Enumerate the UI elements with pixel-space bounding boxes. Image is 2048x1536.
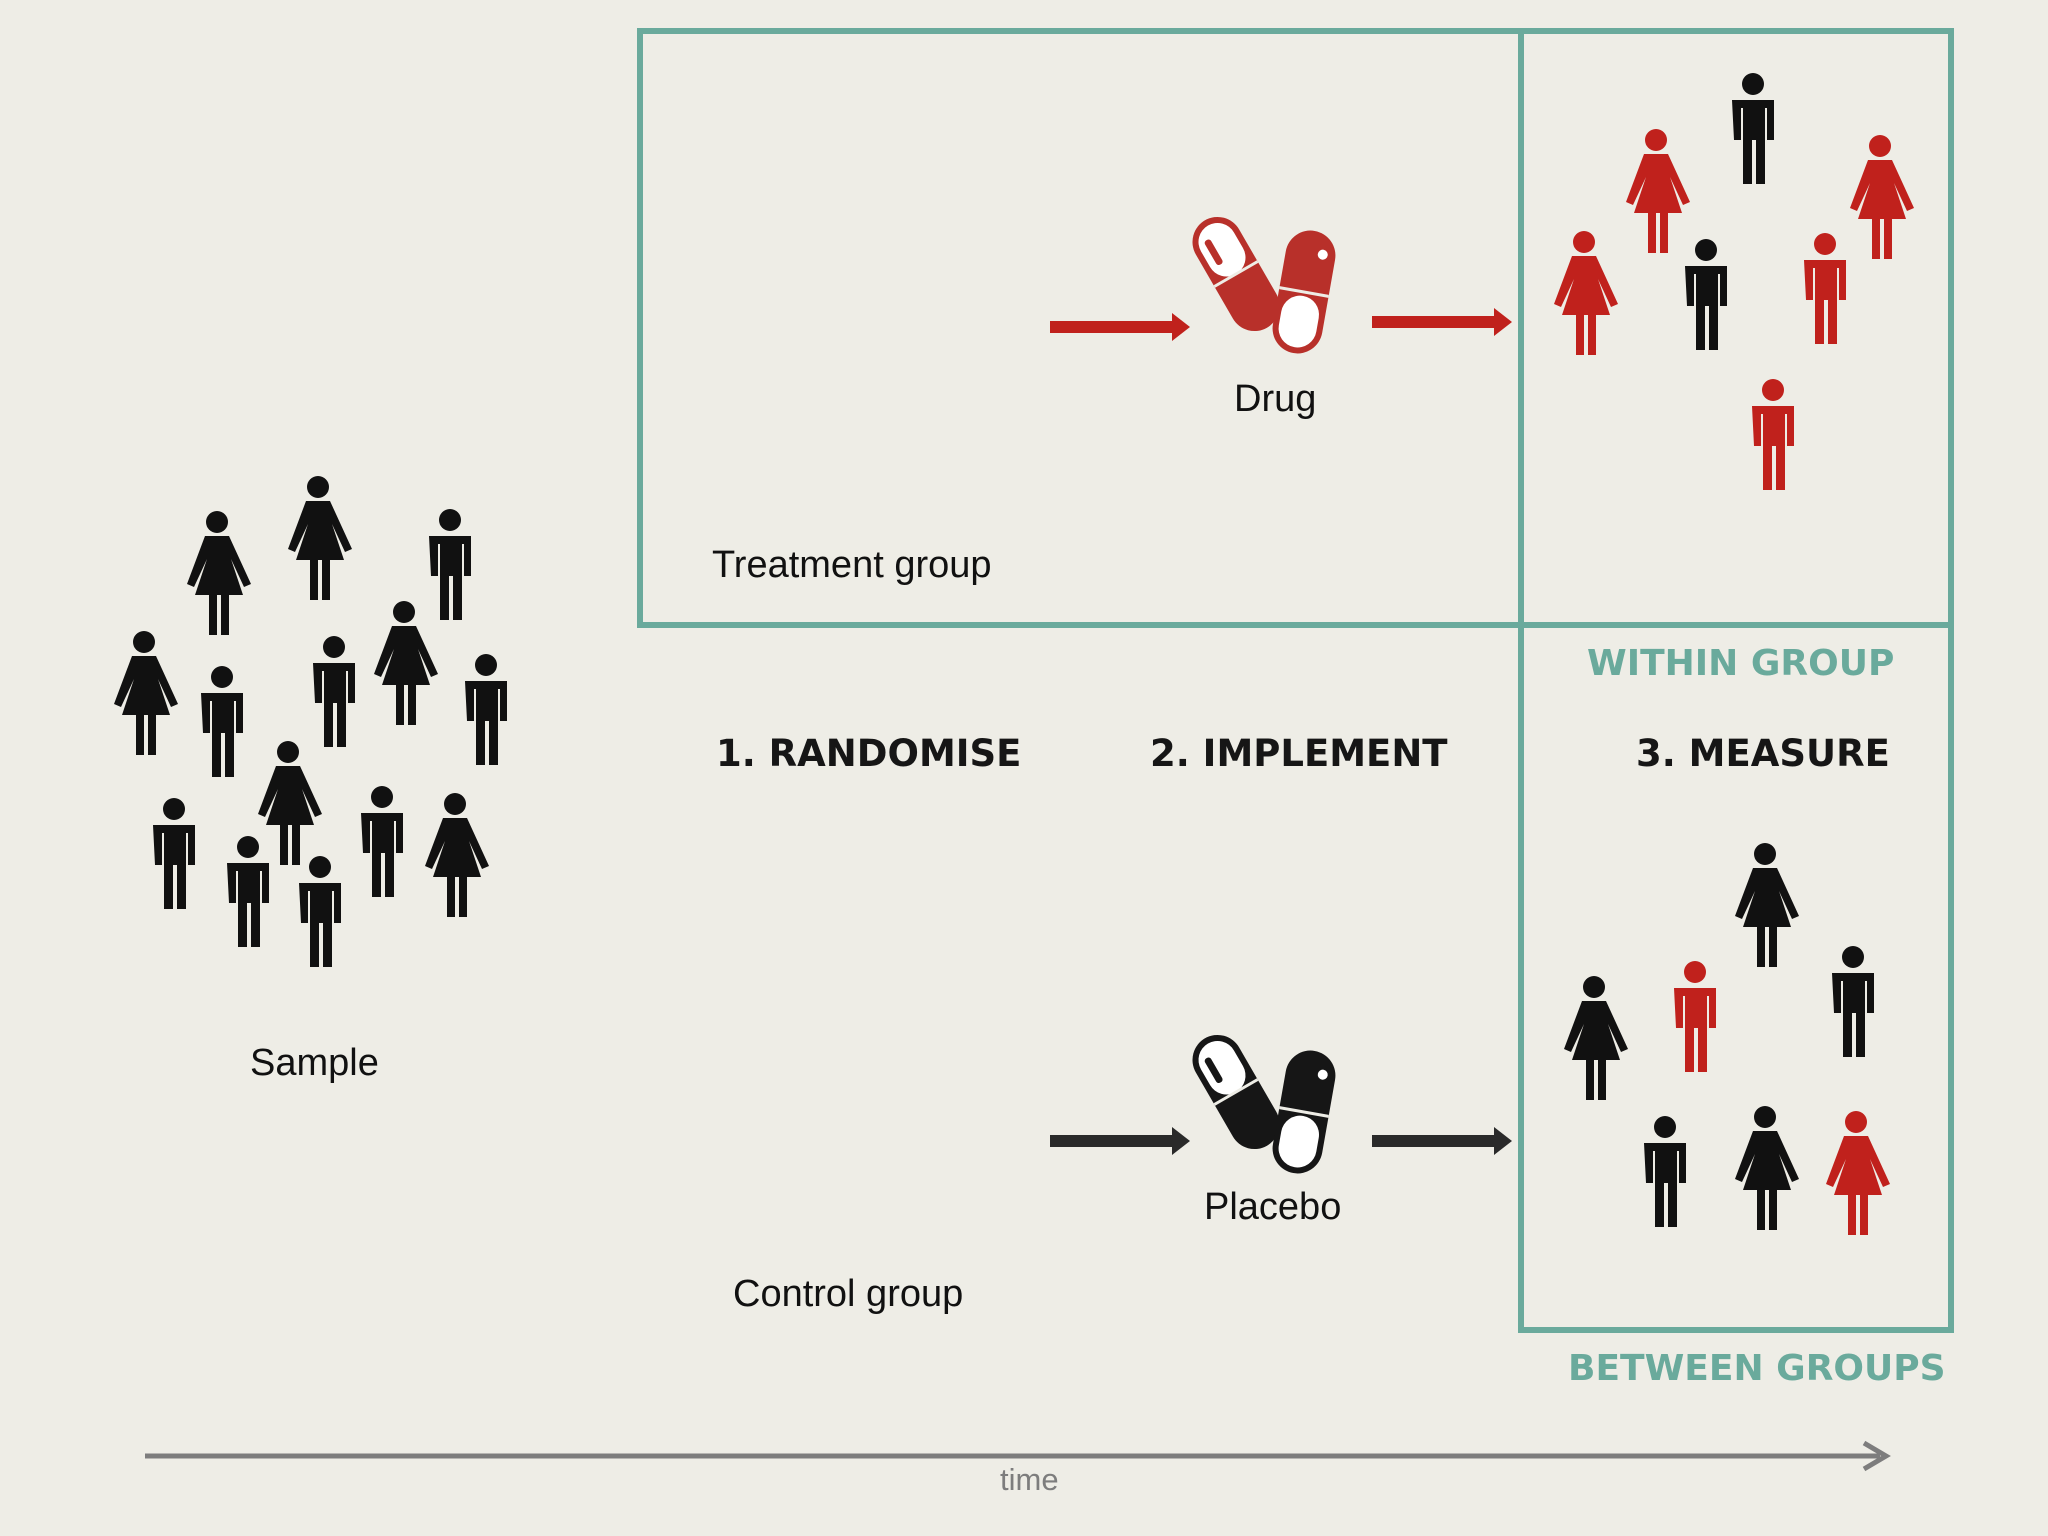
treatment-group-box [637,28,1954,628]
person-icon [1674,961,1716,1072]
drug-pill-icon [1268,226,1340,358]
person-icon [1832,946,1874,1057]
person-icon [313,636,355,747]
person-icon [153,798,195,909]
person-icon [425,793,489,917]
person-icon [1804,233,1846,344]
person-icon [429,509,471,620]
placebo-label: Placebo [1204,1186,1342,1228]
arrow-right-icon [1050,1127,1190,1155]
sample-label: Sample [250,1042,379,1084]
person-icon [288,476,352,600]
person-icon [1735,843,1799,967]
placebo-pill-icon [1268,1046,1340,1178]
step-randomise: 1. RANDOMISE [716,732,1022,775]
person-icon [201,666,243,777]
person-icon [1850,135,1914,259]
arrow-right-icon [1372,308,1512,336]
within-group-label: WITHIN GROUP [1587,643,1895,684]
time-axis-arrow [145,1440,1891,1472]
person-icon [1752,379,1794,490]
control-group-label: Control group [733,1273,964,1315]
person-icon [361,786,403,897]
person-icon [227,836,269,947]
person-icon [1644,1116,1686,1227]
person-icon [1735,1106,1799,1230]
step-implement: 2. IMPLEMENT [1150,732,1448,775]
person-icon [1564,976,1628,1100]
person-icon [465,654,507,765]
arrow-right-icon [1050,313,1190,341]
person-icon [114,631,178,755]
drug-label: Drug [1234,378,1317,420]
placebo-pill-icon [1183,1025,1289,1159]
person-icon [258,741,322,865]
person-icon [1826,1111,1890,1235]
between-groups-label: BETWEEN GROUPS [1568,1348,1946,1389]
person-icon [1732,73,1774,184]
time-axis-label: time [1000,1462,1059,1497]
person-icon [1554,231,1618,355]
drug-pill-icon [1183,207,1289,341]
arrow-right-icon [1372,1127,1512,1155]
person-icon [374,601,438,725]
person-icon [299,856,341,967]
person-icon [1685,239,1727,350]
treatment-group-label: Treatment group [712,544,992,586]
person-icon [187,511,251,635]
step-measure: 3. MEASURE [1636,732,1890,775]
between-groups-box [1518,622,1954,1333]
person-icon [1626,129,1690,253]
